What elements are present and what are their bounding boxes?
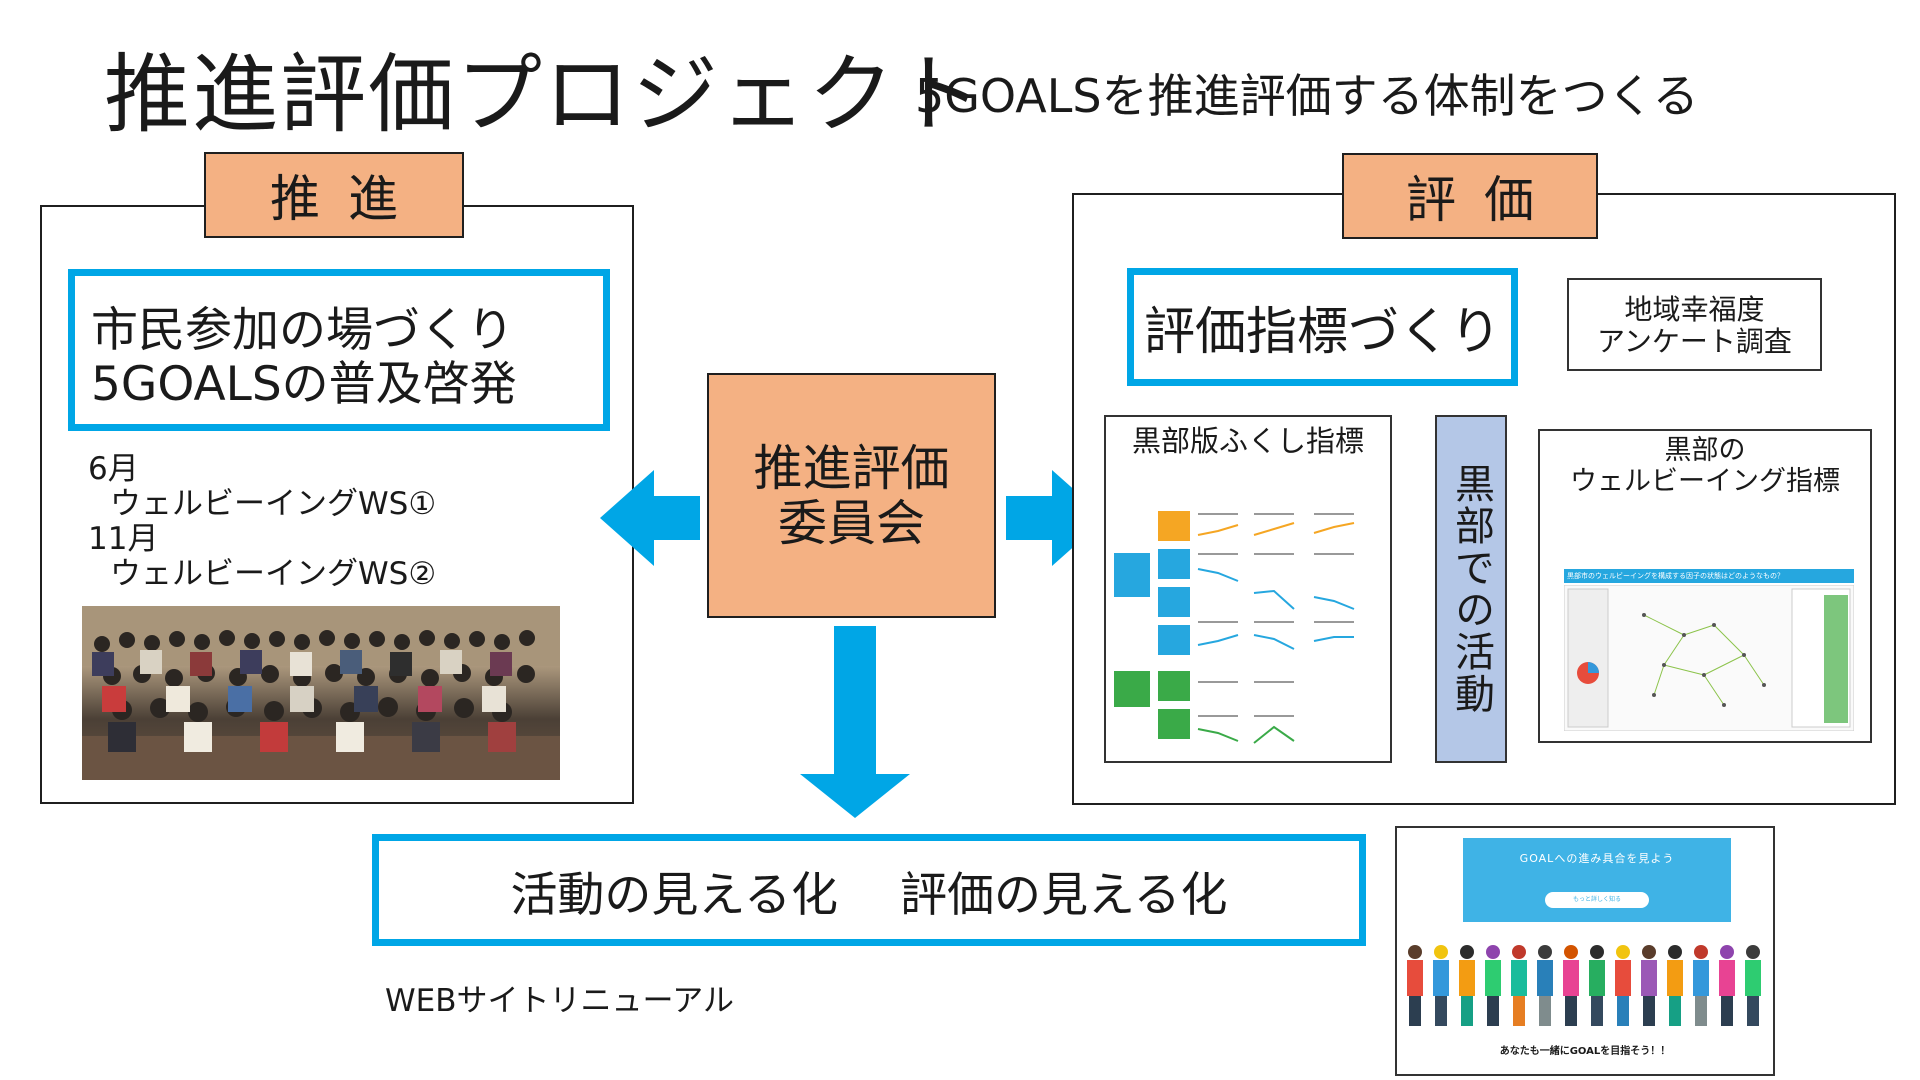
- visualization-box: 活動の見える化 評価の見える化: [372, 834, 1366, 946]
- promotion-heading: 市民参加の場づくり 5GOALSの普及啓発: [68, 269, 610, 431]
- wellbeing-title-line1: 黒部の: [1664, 435, 1746, 466]
- arrow-left-icon: [600, 470, 700, 566]
- wellbeing-network-thumbnail: [1564, 585, 1854, 731]
- evaluation-tag: 評価: [1342, 153, 1598, 239]
- kurobe-activity-box: 黒部での活動: [1435, 415, 1507, 763]
- wellbeing-index-title: 黒部の ウェルビーイング指標: [1540, 435, 1870, 497]
- web-renewal-label: WEBサイトリニューアル: [385, 983, 734, 1019]
- event-name-1: ウェルビーイングWS①: [110, 486, 437, 522]
- page-subtitle: 5GOALSを推進評価する体制をつくる: [915, 69, 1699, 123]
- welfare-index-panel: 黒部版ふくし指標: [1104, 415, 1392, 763]
- event-month-2: 11月: [88, 521, 159, 557]
- arrow-down-icon: [800, 626, 910, 818]
- event-month-1: 6月: [88, 451, 139, 487]
- wellbeing-index-panel: 黒部の ウェルビーイング指標 黒部市のウェルビーイングを構成する因子の状態はどの…: [1538, 429, 1872, 743]
- survey-line1: 地域幸福度: [1624, 293, 1765, 326]
- arrow-right-icon: [1006, 470, 1106, 566]
- website-banner-title: GOALへの進み具合を見よう: [1519, 852, 1675, 865]
- promotion-tag: 推進: [204, 152, 464, 238]
- people-illustration: [1407, 945, 1761, 1026]
- event-name-2: ウェルビーイングWS②: [110, 556, 437, 592]
- wellbeing-survey-box: 地域幸福度 アンケート調査: [1567, 278, 1822, 371]
- committee-box: 推進評価 委員会: [707, 373, 996, 618]
- wellbeing-title-line2: ウェルビーイング指標: [1570, 466, 1840, 497]
- website-banner: GOALへの進み具合を見よう もっと詳しく知る: [1463, 838, 1731, 922]
- committee-line2: 委員会: [777, 494, 925, 552]
- committee-line1: 推進評価: [753, 439, 950, 497]
- wellbeing-banner: 黒部市のウェルビーイングを構成する因子の状態はどのようなもの？: [1564, 569, 1854, 583]
- page-title: 推進評価プロジェクト: [104, 45, 984, 145]
- promotion-heading-line1: 市民参加の場づくり: [91, 303, 514, 358]
- welfare-index-thumbnail: [1114, 511, 1355, 744]
- survey-line2: アンケート調査: [1597, 325, 1792, 358]
- website-cta: あなたも一緒にGOALを目指そう！！: [1499, 1046, 1671, 1057]
- workshop-group-photo: [82, 606, 560, 780]
- promotion-heading-line2: 5GOALSの普及啓発: [91, 357, 517, 412]
- welfare-index-title: 黒部版ふくし指標: [1131, 424, 1364, 458]
- evaluation-heading: 評価指標づくり: [1127, 268, 1518, 386]
- event-list: 6月 ウェルビーイングWS① 11月 ウェルビーイングWS②: [88, 452, 436, 592]
- website-screenshot: GOALへの進み具合を見よう もっと詳しく知る あなたも一緒にGOALを目指そう…: [1395, 826, 1775, 1076]
- website-more-button: もっと詳しく知る: [1545, 892, 1649, 908]
